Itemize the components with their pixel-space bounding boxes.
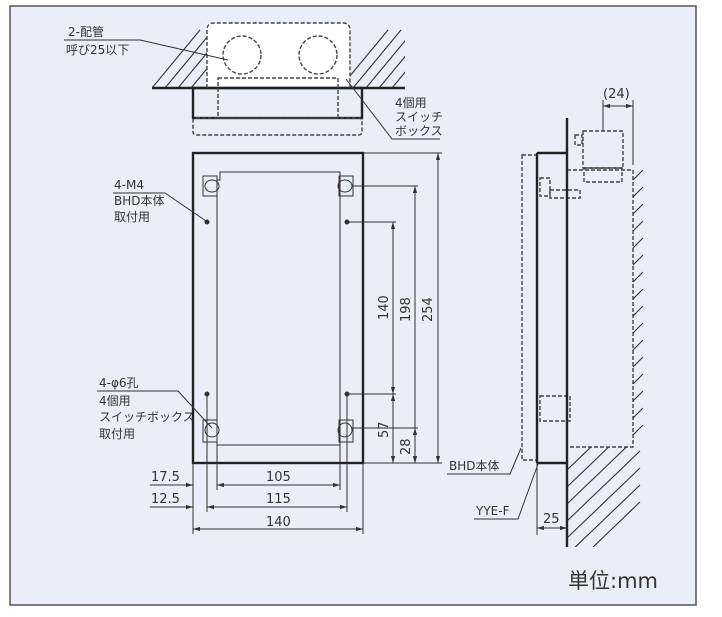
dim-140-vertical: 140 [377,295,392,320]
pipe-size-label: 呼び25以下 [66,43,129,57]
side-view: (24) BHD本体 YYE-F 25 [447,87,644,547]
mount-slot [204,422,220,438]
dim-105: 105 [266,470,291,485]
mount-slot [204,179,220,193]
hole-label-4: 取付用 [99,427,135,441]
wall-ticks [632,169,644,436]
unit-label: 単位:mm [568,569,658,593]
dim-198: 198 [399,297,414,322]
dim-57: 57 [377,421,392,438]
dim-115: 115 [266,492,291,507]
front-view: 254 198 140 57 28 105 115 140 17.5 12.5 … [97,151,442,534]
switchbox-label-2: スイッチ [395,110,443,124]
dim-24: (24) [603,87,630,102]
hole-label-3: スイッチボックス [99,410,195,424]
m4-label-1: 4-M4 [114,178,144,192]
hole-label-2: 4個用 [99,394,131,408]
m4-hole [344,219,350,225]
drawing-frame [9,5,697,606]
dim-12-5: 12.5 [151,492,180,507]
pipe-hole-left [222,35,262,75]
m4-label-3: 取付用 [114,210,150,224]
yye-f-label: YYE-F [475,504,510,518]
pipe-hole-right [298,35,338,75]
bhd-body-outline [521,154,538,461]
switchbox-label-3: ボックス [395,124,443,138]
hole-label-1: 4-φ6孔 [99,376,139,390]
bhd-body-label: BHD本体 [449,459,500,473]
dim-254: 254 [421,297,436,322]
mount-slot [337,422,353,438]
switchbox-label-1: 4個用 [395,96,427,110]
m4-label-2: BHD本体 [114,194,165,208]
dim-140-horizontal: 140 [266,515,291,530]
wall-hatching [152,23,405,88]
dim-17-5: 17.5 [151,470,180,485]
pipe-label: 2-配管 [68,24,104,39]
top-view: 2-配管 呼び25以下 4個用 スイッチ ボックス [64,22,443,140]
dim-25: 25 [543,512,560,527]
dim-28: 28 [399,438,414,455]
